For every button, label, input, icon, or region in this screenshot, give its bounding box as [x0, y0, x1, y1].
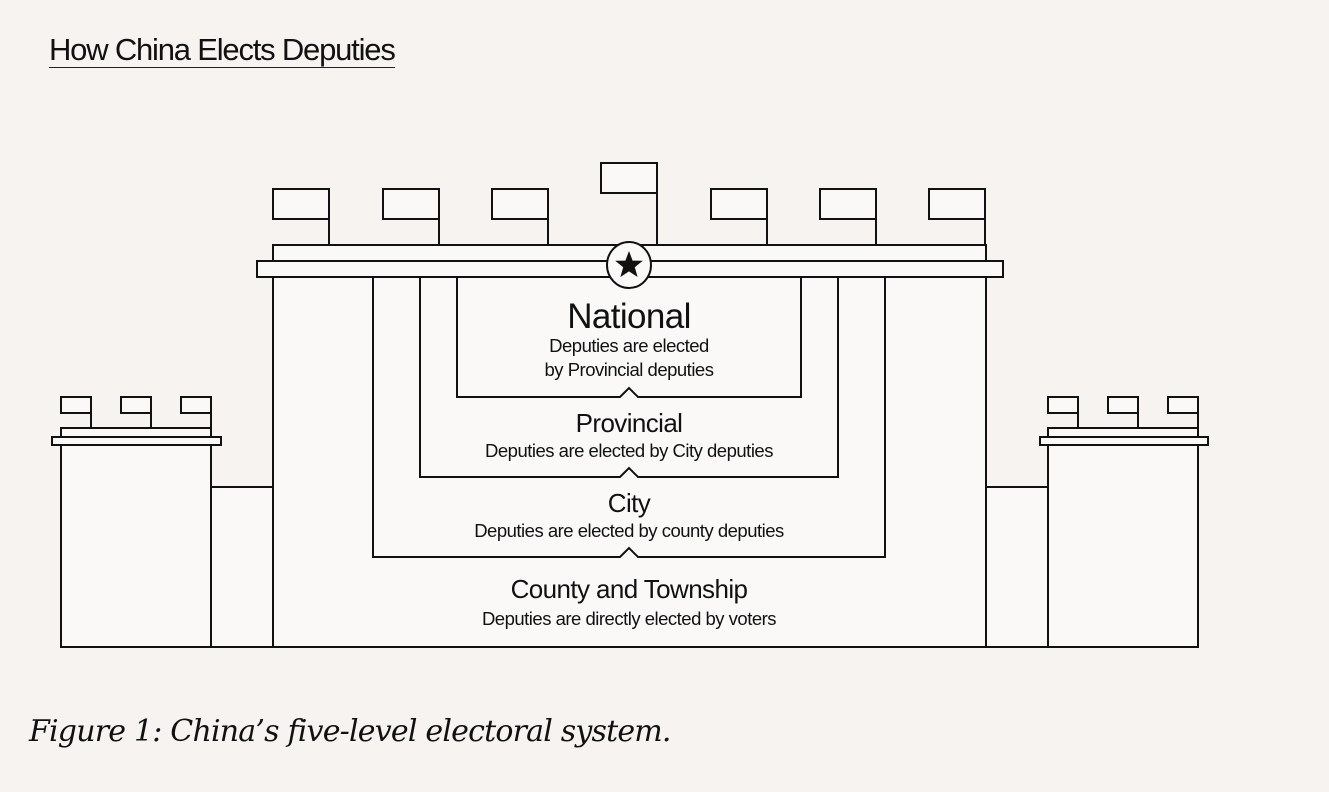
- right-tower: [985, 396, 1209, 648]
- level-description: Deputies are elected by county deputies: [474, 520, 784, 541]
- right-tower-ledge: [1039, 436, 1209, 446]
- flag-icon: [180, 396, 212, 414]
- level-provincial: Provincial Deputies are elected by City …: [485, 408, 774, 461]
- flag-icon: [1047, 396, 1079, 414]
- left-tower-flags: [60, 396, 212, 428]
- flag-icon: [1167, 396, 1199, 414]
- flag-icon: [928, 188, 986, 220]
- provincial-frame: [419, 277, 839, 478]
- level-description: by Provincial deputies: [545, 359, 714, 380]
- flag-icon: [60, 396, 92, 414]
- level-description: Deputies are elected: [549, 335, 709, 356]
- level-title: National: [567, 297, 691, 336]
- main-flags: [272, 162, 986, 245]
- right-tower-upper-ledge: [1047, 427, 1199, 438]
- flag-icon: [819, 188, 877, 220]
- emblem: [606, 241, 652, 289]
- star-icon: [615, 251, 643, 277]
- level-national: National Deputies are elected by Provinc…: [545, 297, 715, 380]
- left-tower: [51, 396, 274, 648]
- main-building-body: [272, 275, 987, 648]
- level-county-and-township: County and Township Deputies are directl…: [482, 574, 777, 629]
- level-description: Deputies are elected by City deputies: [485, 440, 773, 461]
- level-title: County and Township: [511, 574, 748, 604]
- level-title: City: [608, 488, 651, 518]
- left-connector-wall: [210, 486, 274, 648]
- right-connector-wall: [985, 486, 1049, 648]
- right-tower-flags: [1047, 396, 1199, 428]
- flag-icon: [272, 188, 330, 220]
- flag-icon: [1107, 396, 1139, 414]
- city-frame: [372, 277, 886, 558]
- diagram-title: How China Elects Deputies: [49, 32, 396, 68]
- figure-caption: Figure 1: China’s five-level electoral s…: [29, 714, 671, 749]
- left-tower-body: [60, 444, 212, 648]
- flag-icon: [120, 396, 152, 414]
- flag-icon: [382, 188, 440, 220]
- flag-icon: [491, 188, 549, 220]
- level-description: Deputies are directly elected by voters: [482, 608, 776, 629]
- flag-icon: [710, 188, 768, 220]
- left-tower-upper-ledge: [60, 427, 212, 438]
- level-title: Provincial: [576, 408, 683, 438]
- level-city: City Deputies are elected by county depu…: [474, 488, 784, 541]
- national-frame: [456, 277, 802, 398]
- main-building: [256, 162, 1004, 648]
- center-flag-icon: [600, 162, 658, 194]
- right-tower-body: [1047, 444, 1199, 648]
- left-tower-ledge: [51, 436, 222, 446]
